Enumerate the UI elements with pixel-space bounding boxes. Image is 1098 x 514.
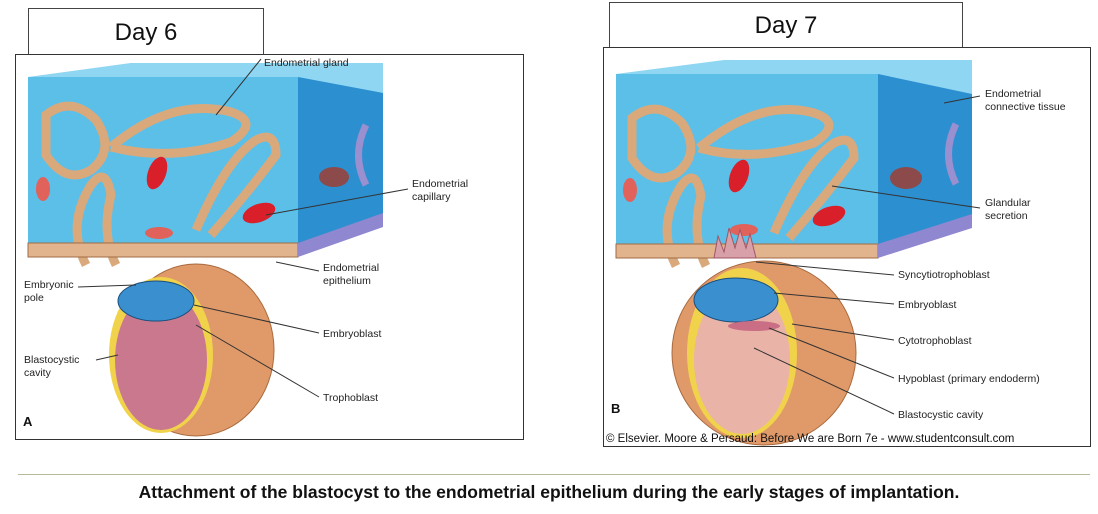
- endometrial-epithelium-side: [878, 214, 972, 258]
- endometrial-capillary: [146, 156, 168, 190]
- panel-a-illustration: Endometrial gland Endometrial capillary …: [23, 57, 468, 437]
- endometrial-capillary: [728, 159, 750, 193]
- label-glandular-secretion-1: Glandular: [985, 197, 1031, 209]
- day7-title: Day 7: [754, 12, 818, 39]
- endometrial-epithelium-side: [298, 213, 383, 257]
- endometrial-gland: [108, 104, 251, 158]
- day7-title-box: Day 7: [609, 2, 963, 48]
- endometrial-capillary: [730, 224, 758, 236]
- divider-line: [18, 474, 1090, 475]
- endometrial-capillary: [319, 167, 349, 187]
- endometrial-capillary: [890, 167, 922, 189]
- label-embryonic-pole-2: pole: [24, 292, 44, 304]
- endometrial-capillary: [145, 227, 173, 239]
- endometrial-epithelium: [27, 242, 299, 258]
- panel-a-letter: A: [23, 414, 33, 429]
- label-glandular-secretion-2: secretion: [985, 210, 1028, 222]
- panel-a-day6: Endometrial gland Endometrial capillary …: [15, 54, 524, 440]
- label-syncytiotrophoblast: Syncytiotrophoblast: [898, 269, 990, 281]
- figure-caption: Attachment of the blastocyst to the endo…: [138, 482, 960, 502]
- hypoblast: [728, 321, 780, 331]
- endometrial-gland: [72, 172, 121, 268]
- leader-lines: [77, 58, 409, 398]
- label-embryoblast: Embryoblast: [323, 328, 381, 340]
- endometrial-gland: [662, 173, 711, 269]
- day6-title-box: Day 6: [28, 8, 264, 56]
- label-endometrial-connective-2: connective tissue: [985, 101, 1066, 113]
- panel-b-illustration: Endometrial connective tissue Glandular …: [611, 60, 1066, 446]
- label-cytotrophoblast: Cytotrophoblast: [898, 335, 972, 347]
- label-endometrial-epithelium-2: epithelium: [323, 275, 371, 287]
- syncytiotrophoblast: [713, 227, 757, 259]
- endometrial-capillary: [242, 202, 276, 224]
- tissue-side-face: [878, 74, 972, 252]
- endometrial-capillary: [36, 177, 50, 201]
- endometrial-gland: [41, 101, 110, 180]
- endometrial-gland: [945, 122, 960, 186]
- endometrial-gland: [627, 104, 696, 183]
- label-embryonic-pole-1: Embryonic: [24, 279, 74, 291]
- label-endometrial-connective-1: Endometrial: [985, 88, 1041, 100]
- tissue-side-face: [298, 77, 383, 249]
- panel-b-day7: Endometrial connective tissue Glandular …: [603, 47, 1091, 447]
- endometrial-gland: [355, 123, 370, 187]
- label-trophoblast: Trophoblast: [323, 392, 378, 404]
- endometrial-gland: [769, 135, 859, 241]
- label-blastocystic-cavity: Blastocystic cavity: [898, 409, 984, 421]
- day6-title: Day 6: [114, 19, 178, 46]
- label-embryoblast: Embryoblast: [898, 299, 956, 311]
- label-blastocystic-cavity-2: cavity: [24, 367, 52, 379]
- endometrial-capillary: [623, 178, 637, 202]
- endometrial-gland: [696, 105, 834, 159]
- label-endometrial-capillary-1: Endometrial: [412, 178, 468, 190]
- label-blastocystic-cavity-1: Blastocystic: [24, 354, 79, 366]
- blastocystic-cavity: [115, 290, 207, 430]
- label-endometrial-epithelium-1: Endometrial: [323, 262, 379, 274]
- embryoblast: [117, 280, 195, 322]
- label-endometrial-capillary-2: capillary: [412, 191, 451, 203]
- label-hypoblast: Hypoblast (primary endoderm): [898, 373, 1040, 385]
- embryoblast: [693, 277, 779, 323]
- endometrial-gland: [191, 132, 281, 238]
- copyright-credit: © Elsevier. Moore & Persaud: Before We a…: [606, 433, 1015, 445]
- endometrial-capillary: [812, 205, 846, 227]
- leader-lines: [753, 95, 981, 415]
- panel-b-letter: B: [611, 401, 620, 416]
- label-endometrial-gland: Endometrial gland: [264, 57, 349, 69]
